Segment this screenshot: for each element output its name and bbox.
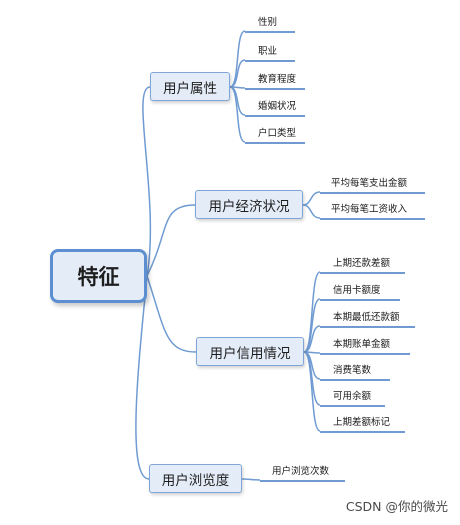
leaf-browse-count: 用户浏览次数 xyxy=(272,466,330,477)
connector-path xyxy=(302,204,321,219)
leaf-household-type: 户口类型 xyxy=(258,128,297,139)
connector-path xyxy=(241,478,261,481)
branch-browsing: 用户浏览度 xyxy=(149,464,242,493)
branch-economic-status: 用户经济状况 xyxy=(195,190,303,219)
leaf-prev-diff-flag: 上期差额标记 xyxy=(333,417,391,428)
leaf-underline xyxy=(320,353,410,355)
leaf-marital-status: 婚姻状况 xyxy=(258,101,297,112)
leaf-bill-amount: 本期账单金额 xyxy=(333,339,391,350)
connector-path xyxy=(303,298,321,353)
leaf-underline xyxy=(245,115,305,117)
leaf-occupation: 职业 xyxy=(258,46,278,57)
connector-path xyxy=(135,275,150,480)
leaf-underline xyxy=(320,405,385,407)
connector-path xyxy=(146,275,197,353)
leaf-transaction-count: 消费笔数 xyxy=(333,365,372,376)
leaf-available-balance: 可用余额 xyxy=(333,391,372,402)
leaf-underline xyxy=(320,272,405,274)
leaf-underline xyxy=(320,431,405,433)
leaf-avg-expense: 平均每笔支出金额 xyxy=(331,178,408,189)
leaf-prev-repay-diff: 上期还款差额 xyxy=(333,258,391,269)
leaf-underline xyxy=(245,60,295,62)
leaf-underline xyxy=(320,192,425,194)
connector-path xyxy=(229,86,246,143)
connector-path xyxy=(142,86,152,277)
leaf-credit-limit: 信用卡额度 xyxy=(333,285,381,296)
connector-path xyxy=(302,191,321,206)
leaf-education: 教育程度 xyxy=(258,74,297,85)
branch-user-attributes: 用户属性 xyxy=(150,72,230,101)
leaf-underline xyxy=(260,480,345,482)
leaf-underline xyxy=(320,326,415,328)
root-node: 特征 xyxy=(50,249,147,303)
leaf-underline xyxy=(320,218,425,220)
connector-path xyxy=(229,59,246,88)
watermark: CSDN @你的微光 xyxy=(345,499,448,514)
leaf-underline xyxy=(320,379,390,381)
leaf-gender: 性别 xyxy=(258,17,278,28)
leaf-underline xyxy=(245,31,295,33)
branch-credit-status: 用户信用情况 xyxy=(196,337,304,366)
leaf-min-repayment: 本期最低还款额 xyxy=(333,312,400,323)
connector-path xyxy=(303,325,321,353)
connector-path xyxy=(229,30,246,88)
leaf-underline xyxy=(245,142,305,144)
connector-path xyxy=(303,351,321,432)
leaf-underline xyxy=(320,299,400,301)
leaf-underline xyxy=(245,88,305,90)
leaf-avg-salary: 平均每笔工资收入 xyxy=(331,204,408,215)
connector-path xyxy=(146,204,196,277)
